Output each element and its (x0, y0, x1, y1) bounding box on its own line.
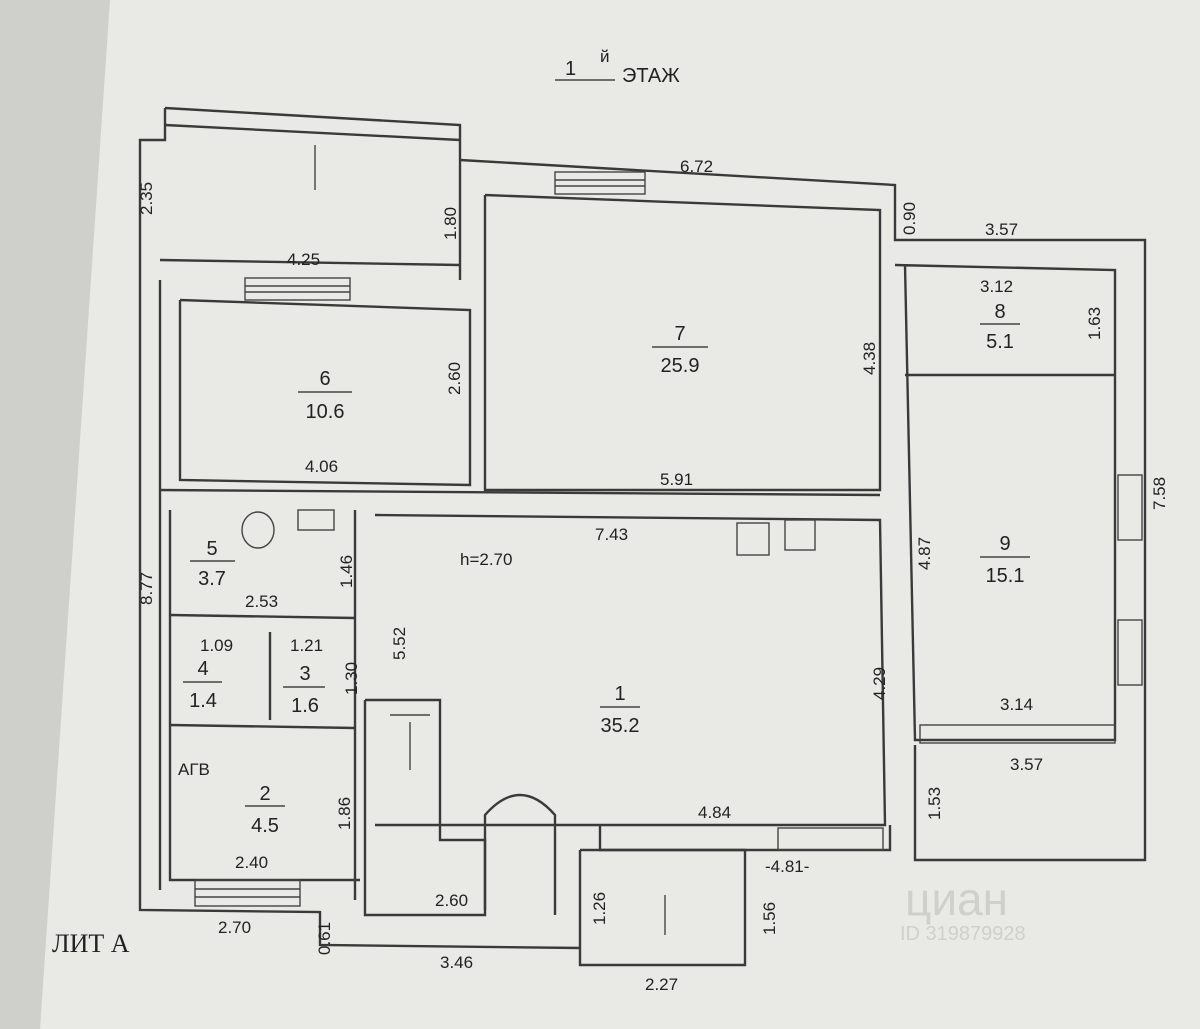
svg-text:1.80: 1.80 (441, 207, 460, 240)
svg-text:4.38: 4.38 (860, 342, 879, 375)
svg-text:3.12: 3.12 (980, 277, 1013, 296)
svg-text:5.52: 5.52 (390, 627, 409, 660)
svg-text:8.77: 8.77 (137, 572, 156, 605)
svg-text:2.60: 2.60 (445, 362, 464, 395)
room-2: 24.5 (245, 783, 285, 837)
svg-text:6: 6 (319, 368, 330, 390)
page-shadow (0, 0, 110, 1029)
svg-text:2.70: 2.70 (218, 918, 251, 937)
svg-text:1.56: 1.56 (760, 902, 779, 935)
svg-text:2.40: 2.40 (235, 853, 268, 872)
svg-text:1.63: 1.63 (1085, 307, 1104, 340)
svg-text:-4.81-: -4.81- (765, 857, 809, 876)
svg-text:5.91: 5.91 (660, 470, 693, 489)
svg-text:5.1: 5.1 (986, 331, 1014, 353)
svg-text:9: 9 (999, 533, 1010, 555)
svg-text:4.84: 4.84 (698, 803, 731, 822)
svg-text:4.29: 4.29 (870, 667, 889, 700)
room-labels: 135.2 24.5 31.6 41.4 53.7 610.6 725.9 85… (183, 301, 1030, 837)
svg-text:3.46: 3.46 (440, 953, 473, 972)
svg-text:3: 3 (299, 663, 310, 685)
svg-text:7.43: 7.43 (595, 525, 628, 544)
svg-text:7.58: 7.58 (1150, 477, 1169, 510)
svg-text:0.90: 0.90 (900, 202, 919, 235)
room-1: 135.2 (600, 683, 640, 737)
svg-text:1.09: 1.09 (200, 636, 233, 655)
room-6: 610.6 (298, 368, 352, 423)
svg-text:4: 4 (197, 658, 208, 680)
svg-text:2.27: 2.27 (645, 975, 678, 994)
svg-text:2.53: 2.53 (245, 592, 278, 611)
svg-text:1.86: 1.86 (335, 797, 354, 830)
svg-text:4.87: 4.87 (915, 537, 934, 570)
svg-text:25.9: 25.9 (661, 355, 700, 377)
svg-text:1.26: 1.26 (590, 892, 609, 925)
svg-text:7: 7 (674, 323, 685, 345)
svg-text:2.35: 2.35 (137, 182, 156, 215)
room-4: 41.4 (183, 658, 222, 712)
room-7: 725.9 (652, 323, 708, 377)
svg-text:4.25: 4.25 (287, 250, 320, 269)
floor-number: 1 (565, 58, 576, 80)
walls (138, 106, 1147, 967)
room-9: 915.1 (980, 533, 1030, 587)
svg-text:1.53: 1.53 (925, 787, 944, 820)
liter-label: ЛИТ А (52, 929, 130, 958)
svg-text:8: 8 (994, 301, 1005, 323)
svg-text:1: 1 (614, 683, 625, 705)
svg-text:2.60: 2.60 (435, 891, 468, 910)
svg-text:3.57: 3.57 (1010, 755, 1043, 774)
svg-text:4.5: 4.5 (251, 815, 279, 837)
svg-text:1.6: 1.6 (291, 695, 319, 717)
svg-text:6.72: 6.72 (680, 157, 713, 176)
ceiling-height: h=2.70 (460, 550, 512, 569)
svg-text:4.06: 4.06 (305, 457, 338, 476)
svg-text:2: 2 (259, 783, 270, 805)
dimension-labels: 2.35 4.25 1.80 6.72 0.90 3.57 3.12 1.63 … (137, 157, 1169, 994)
svg-text:1.30: 1.30 (342, 662, 361, 695)
svg-text:5: 5 (206, 538, 217, 560)
room-5: 53.7 (190, 538, 235, 590)
svg-text:10.6: 10.6 (306, 401, 345, 423)
svg-text:3.7: 3.7 (198, 568, 226, 590)
svg-text:АГВ: АГВ (178, 760, 210, 779)
room-8: 85.1 (980, 301, 1020, 353)
windows (194, 145, 1143, 935)
svg-text:15.1: 15.1 (986, 565, 1025, 587)
room-3: 31.6 (283, 663, 325, 717)
svg-text:0.61: 0.61 (315, 922, 334, 955)
watermark-brand: циан (905, 873, 1008, 925)
floor-title: ЭТАЖ (622, 65, 680, 87)
svg-text:1.46: 1.46 (337, 555, 356, 588)
svg-text:1.4: 1.4 (189, 690, 217, 712)
svg-text:3.57: 3.57 (985, 220, 1018, 239)
watermark-id: ID 319879928 (900, 923, 1026, 945)
svg-text:3.14: 3.14 (1000, 695, 1033, 714)
svg-text:1.21: 1.21 (290, 636, 323, 655)
floor-suffix: й (600, 47, 610, 66)
svg-text:35.2: 35.2 (601, 715, 640, 737)
